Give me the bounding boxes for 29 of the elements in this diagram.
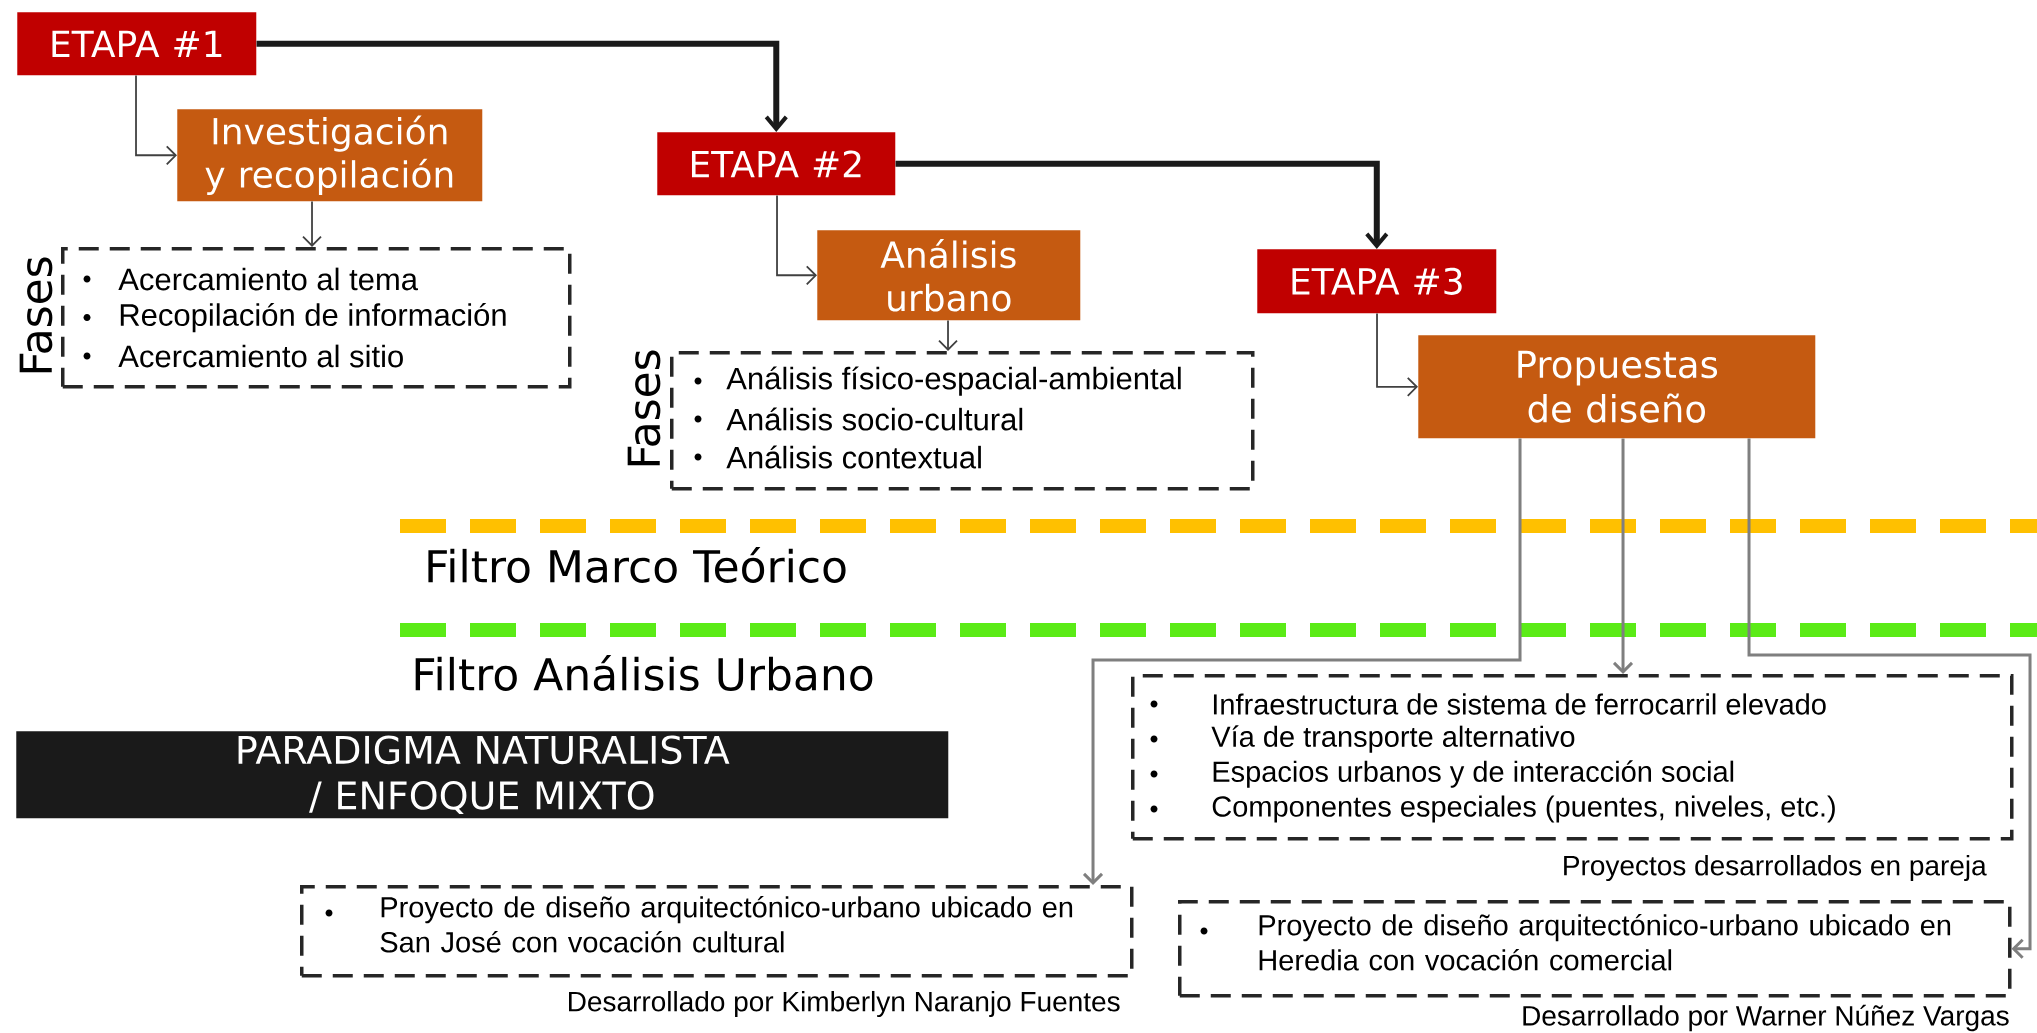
stage-box: ETAPA #3: [1257, 249, 1497, 314]
connector-arrow: [1376, 312, 1419, 397]
connector-arrow: [938, 319, 958, 351]
connector-arrow: [1747, 438, 2032, 959]
connector-arrow: [776, 194, 817, 286]
bullet-list-box: Infraestructura de sistema de ferrocarril elevado Vía de transporte alternativo Espacios urbanos y de interacción social Componentes especiales (puentes, niveles, etc.): [1131, 674, 2014, 841]
bullet-list-box: Acercamiento al tema Recopilación de información Acercamiento al sitio: [61, 247, 572, 389]
caption-text: Desarrollado por Warner Núñez Vargas: [1523, 1004, 2009, 1032]
phase-box: Propuestas de diseño: [1418, 335, 1816, 439]
stage-box: ETAPA #1: [17, 12, 257, 76]
filter-label: Filtro Análisis Urbano: [415, 655, 873, 691]
connector-arrow: [302, 200, 322, 247]
connector-arrow: [135, 74, 177, 166]
caption-text: Desarrollado por Kimberlyn Naranjo Fuentes: [569, 990, 1120, 1018]
connector-arrow: [1082, 438, 1522, 885]
connector-arrow: [1612, 438, 1634, 674]
banner-bar: PARADIGMA NATURALISTA / ENFOQUE MIXTO: [16, 731, 949, 819]
filter-label: Filtro Marco Teórico: [428, 547, 846, 583]
bullet-list-box: Análisis físico-espacial-ambiental Análisis socio-cultural Análisis contextual: [670, 351, 1255, 491]
phase-box: Investigación y recopilación: [177, 109, 483, 202]
bullet-list-box: Proyecto de diseño arquitectónico-urbano ubicado en San José con vocación cultural: [300, 885, 1134, 978]
rotated-heading: Fases: [627, 350, 661, 466]
connector-arrow: [895, 160, 1389, 249]
connector-arrow: [256, 40, 788, 132]
stage-box: ETAPA #2: [657, 132, 896, 196]
rotated-heading: Fases: [19, 257, 53, 373]
bullet-list-box: Proyecto de diseño arquitectónico-urbano ubicado en Heredia con vocación comercial: [1178, 900, 2012, 998]
phase-box: Análisis urbano: [817, 230, 1081, 321]
caption-text: Proyectos desarrollados en pareja: [1564, 854, 1987, 882]
